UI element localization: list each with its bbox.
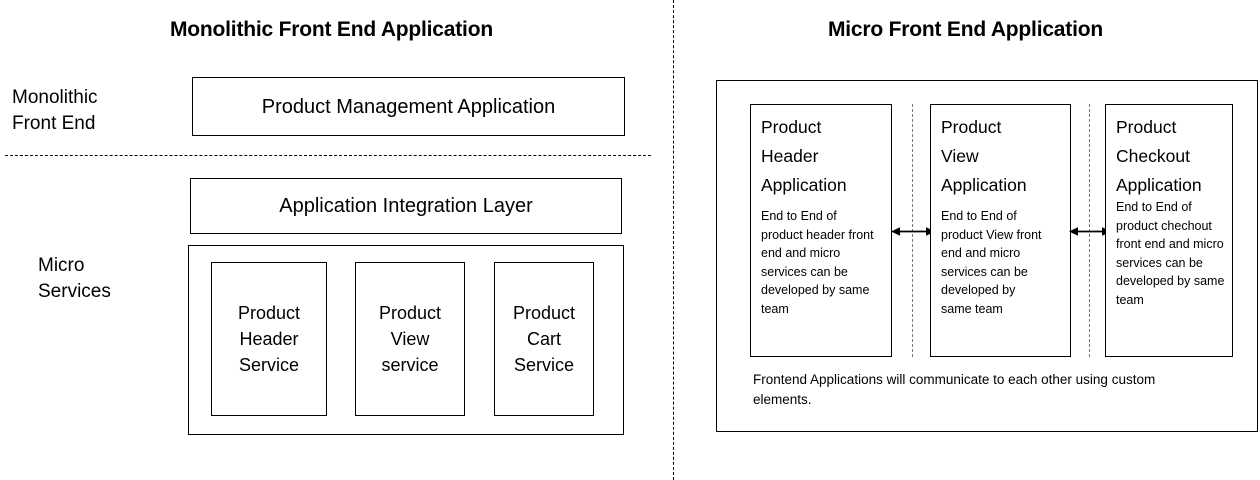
product-header-application-line2: Header (761, 146, 819, 166)
bidirectional-arrow-1 (891, 227, 935, 236)
left-panel-title: Monolithic Front End Application (170, 18, 493, 41)
monolithic-microservices-divider (5, 155, 651, 156)
app-separator-2 (1089, 104, 1090, 357)
app-separator-1 (912, 104, 913, 357)
row-label-monolithic-front-end: Monolithic Front End (12, 85, 98, 137)
application-integration-layer-label: Application Integration Layer (279, 195, 533, 217)
product-cart-service-line3: Service (513, 355, 575, 375)
micro-services-container: Product Header Service Product View serv… (188, 245, 624, 435)
product-view-service-line3: service (381, 355, 439, 375)
row-label-micro-line2: Services (38, 281, 111, 302)
product-header-service-line1: Product (237, 303, 301, 323)
product-view-application-box[interactable]: Product View Application End to End of p… (930, 104, 1071, 357)
product-view-application-line3: Application (941, 175, 1027, 195)
product-cart-service-box[interactable]: Product Cart Service (494, 262, 594, 416)
application-integration-layer-box[interactable]: Application Integration Layer (190, 178, 622, 234)
product-cart-service-line2: Cart (526, 329, 561, 349)
micro-frontend-caption: Frontend Applications will communicate t… (753, 372, 1156, 407)
product-header-application-box[interactable]: Product Header Application End to End of… (750, 104, 892, 357)
product-management-application-label: Product Management Application (261, 95, 556, 118)
product-header-application-line1: Product (761, 117, 822, 137)
product-view-application-body: End to End of product View front end and… (941, 209, 1042, 316)
product-header-application-heading: Product Header Application (761, 113, 885, 200)
product-header-service-box[interactable]: Product Header Service (211, 262, 327, 416)
product-checkout-application-heading: Product Checkout Application (1116, 113, 1230, 200)
micro-frontend-container: Product Header Application End to End of… (716, 80, 1258, 432)
product-view-service-line1: Product (378, 303, 442, 323)
product-checkout-application-line3: Application (1116, 175, 1202, 195)
row-label-monolithic-line1: Monolithic (12, 87, 98, 108)
product-checkout-application-line2: Checkout (1116, 146, 1190, 166)
product-header-application-body: End to End of product header front end a… (761, 209, 874, 316)
product-header-service-line3: Service (238, 355, 300, 375)
product-checkout-application-body: End to End of product chechout front end… (1116, 200, 1225, 307)
product-header-service-line2: Header (239, 329, 299, 349)
product-checkout-application-box[interactable]: Product Checkout Application End to End … (1105, 104, 1233, 357)
panel-divider (673, 0, 674, 480)
product-checkout-application-line1: Product (1116, 117, 1177, 137)
row-label-micro-line1: Micro (38, 255, 85, 276)
product-cart-service-line1: Product (512, 303, 576, 323)
product-view-application-line1: Product (941, 117, 1002, 137)
product-management-application-box[interactable]: Product Management Application (192, 77, 625, 136)
product-view-service-line2: View (390, 329, 430, 349)
product-header-application-line3: Application (761, 175, 847, 195)
row-label-micro-services: Micro Services (38, 253, 111, 305)
product-view-service-box[interactable]: Product View service (355, 262, 465, 416)
product-view-application-heading: Product View Application (941, 113, 1064, 200)
product-view-application-line2: View (941, 146, 979, 166)
right-panel-title: Micro Front End Application (828, 18, 1103, 41)
row-label-monolithic-line2: Front End (12, 113, 96, 134)
